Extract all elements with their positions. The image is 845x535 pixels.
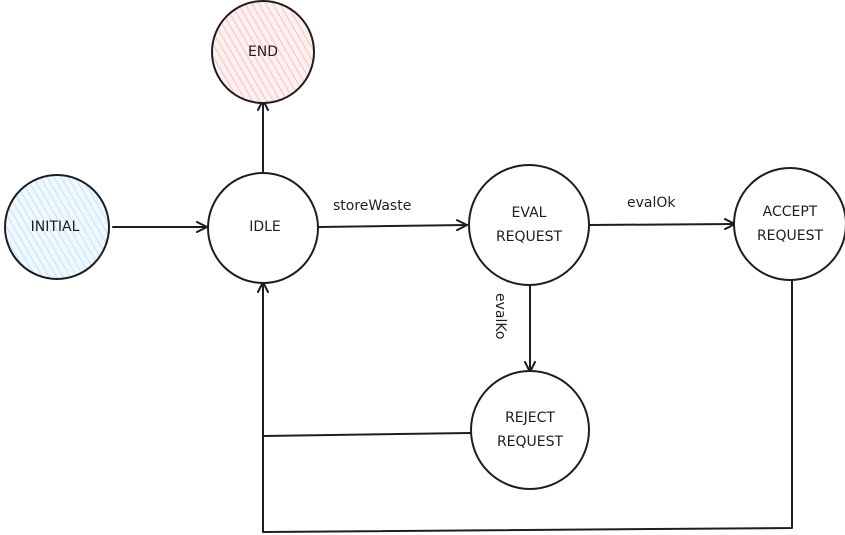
node-eval-request: EVAL REQUEST — [468, 164, 590, 286]
node-eval-request-line1: EVAL — [512, 205, 547, 221]
node-idle: IDLE — [207, 172, 319, 284]
node-idle-circle — [207, 172, 319, 284]
edge-label-eval-ok: evalOk — [627, 195, 676, 211]
node-end-circle — [211, 0, 315, 104]
node-idle-label: IDLE — [249, 219, 281, 235]
node-eval-request-line2: REQUEST — [496, 229, 563, 245]
node-eval-request-circle — [468, 164, 590, 286]
node-reject-request-circle — [470, 370, 590, 490]
node-accept-request: ACCEPT REQUEST — [733, 167, 845, 281]
node-accept-request-circle — [733, 167, 845, 281]
edge-label-eval-ko: evalKo — [492, 293, 508, 339]
edge-label-store-waste: storeWaste — [333, 198, 411, 214]
node-initial: INITIAL — [4, 174, 110, 280]
node-reject-request-line2: REQUEST — [497, 434, 564, 450]
edge-idle-to-eval — [318, 219, 468, 232]
node-accept-request-line1: ACCEPT — [763, 204, 818, 220]
edge-reject-to-idle — [257, 281, 471, 437]
node-initial-label: INITIAL — [31, 219, 80, 235]
edge-accept-to-idle — [262, 277, 793, 533]
node-initial-circle — [4, 174, 110, 280]
node-accept-request-line2: REQUEST — [757, 228, 824, 244]
edge-eval-to-accept — [589, 218, 736, 231]
node-reject-request-line1: REJECT — [505, 410, 555, 426]
node-reject-request: REJECT REQUEST — [470, 370, 590, 490]
node-end: END — [211, 0, 315, 104]
node-end-label: END — [248, 44, 278, 60]
